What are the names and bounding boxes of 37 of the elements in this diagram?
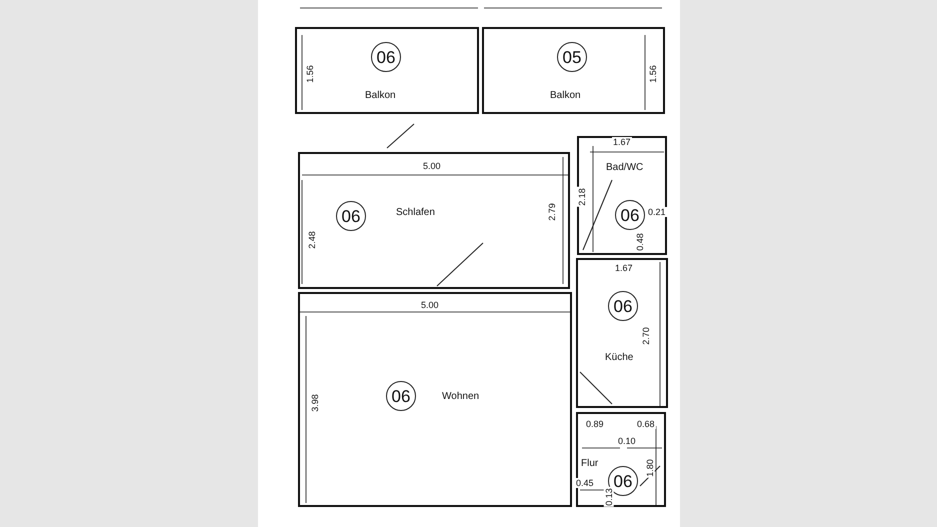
room-name: Flur bbox=[581, 458, 598, 469]
dimension-label: 5.00 bbox=[422, 161, 442, 171]
dimension-label: 2.70 bbox=[640, 326, 651, 346]
room-outline bbox=[576, 258, 668, 408]
dimension-label: 0.10 bbox=[617, 436, 637, 446]
dimension-label: 1.56 bbox=[304, 64, 315, 84]
dimension-label: 0.45 bbox=[575, 478, 595, 488]
dimension-label: 0.68 bbox=[636, 419, 656, 429]
dimension-label: 0.21 bbox=[647, 207, 667, 217]
dimension-label: 1.56 bbox=[648, 64, 658, 84]
dimension-label: 1.67 bbox=[614, 263, 634, 273]
dimension-label: 0.89 bbox=[585, 419, 605, 429]
room-number: 06 bbox=[371, 42, 401, 72]
dimension-label: 2.79 bbox=[546, 202, 557, 222]
room-outline bbox=[482, 27, 665, 114]
dimension-label: 1.67 bbox=[612, 137, 632, 147]
room-name: Balkon bbox=[550, 90, 581, 101]
room-number: 06 bbox=[336, 201, 366, 231]
room-number: 06 bbox=[608, 291, 638, 321]
room-name: Bad/WC bbox=[606, 162, 644, 173]
room-name: Schlafen bbox=[396, 207, 435, 218]
dimension-label: 0.48 bbox=[634, 232, 645, 252]
room-number: 06 bbox=[615, 200, 645, 230]
room-number: 06 bbox=[386, 381, 416, 411]
room-outline bbox=[298, 152, 570, 289]
dimension-label: 2.48 bbox=[306, 230, 317, 250]
dimension-label: 2.18 bbox=[576, 187, 587, 207]
dimension-label: 0.13 bbox=[604, 487, 614, 507]
room-name: Küche bbox=[605, 352, 634, 363]
room-outline bbox=[298, 292, 572, 507]
room-number: 05 bbox=[557, 42, 587, 72]
room-outline bbox=[295, 27, 479, 114]
dimension-label: 5.00 bbox=[420, 300, 440, 310]
dimension-label: 3.98 bbox=[310, 393, 320, 413]
room-name: Wohnen bbox=[442, 391, 480, 402]
room-name: Balkon bbox=[365, 90, 396, 101]
dimension-label: 1.80 bbox=[644, 458, 655, 478]
